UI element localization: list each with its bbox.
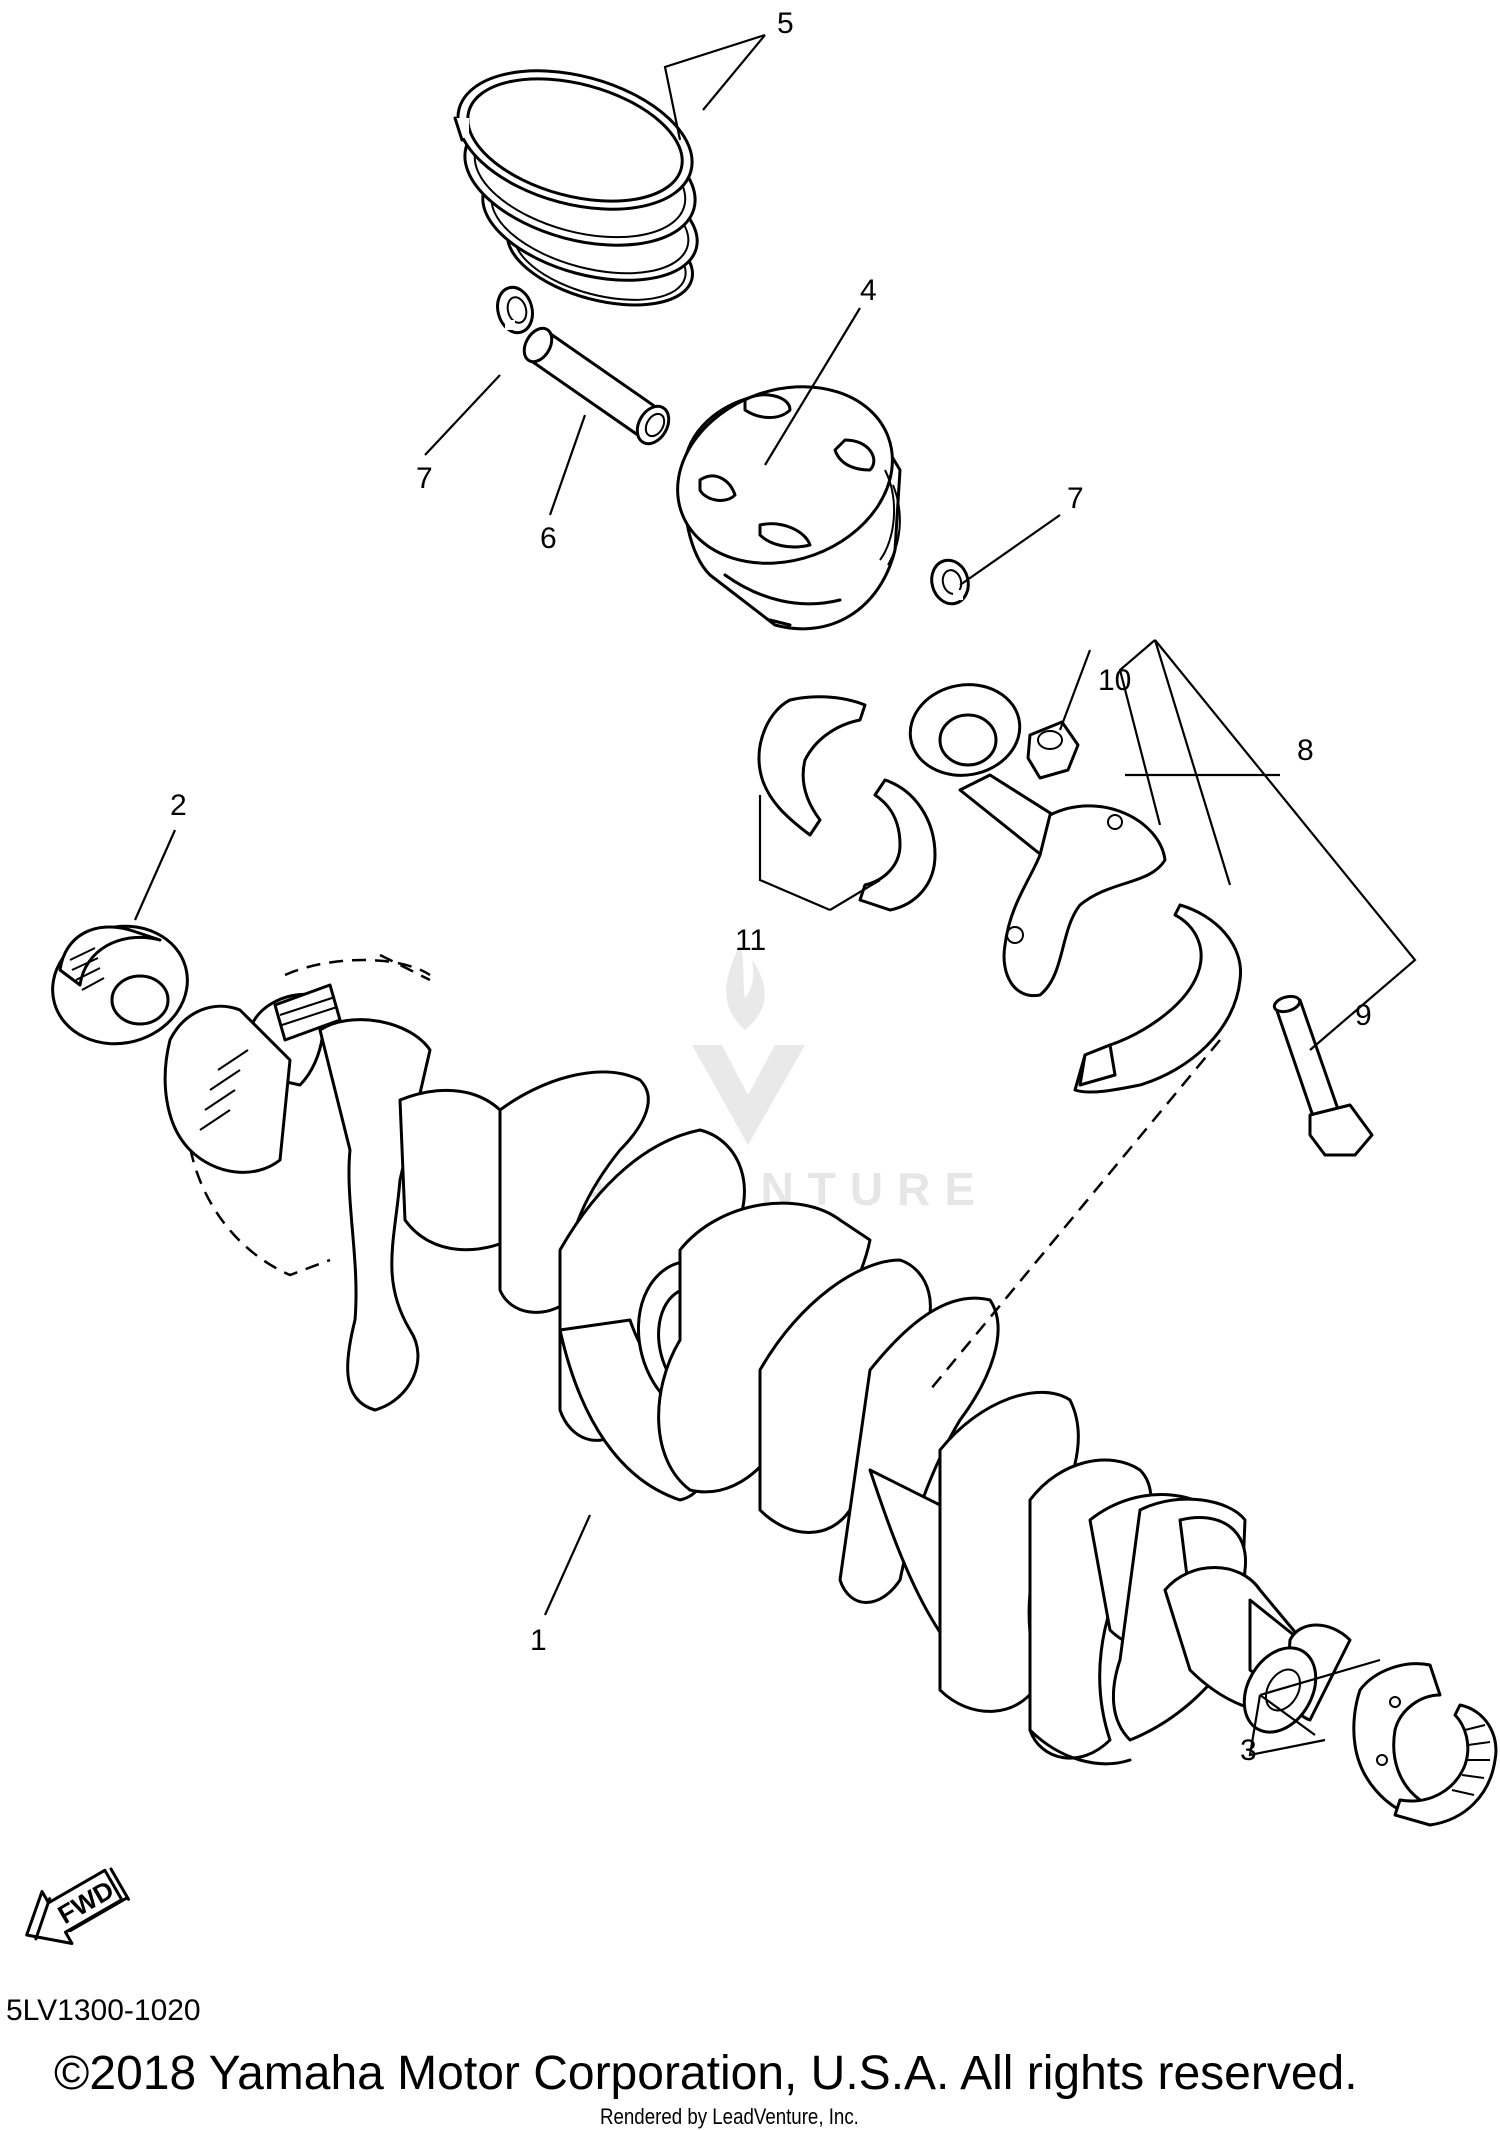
callout-7-left: 7 [416, 462, 433, 495]
diagram-code: 5LV1300-1020 [6, 1994, 201, 2027]
rod-nut [1026, 720, 1080, 780]
callout-6: 6 [540, 522, 557, 555]
callout-labels: 5 4 7 6 7 10 8 11 9 2 1 3 [170, 7, 1372, 1767]
circlip-left [496, 285, 534, 335]
main-bearings [1352, 1662, 1498, 1827]
leader-lines [133, 33, 1417, 1757]
piston-pin [522, 326, 671, 446]
rod-bolt [1272, 994, 1374, 1157]
rendered-by-notice: Rendered by LeadVenture, Inc. [600, 2104, 859, 2129]
callout-3: 3 [1240, 1734, 1257, 1767]
callout-11: 11 [735, 924, 766, 957]
crankshaft [163, 953, 1352, 1766]
connecting-rod [908, 683, 1167, 998]
callout-8: 8 [1297, 734, 1314, 767]
callout-4: 4 [860, 274, 877, 307]
piston-rings [453, 69, 699, 307]
fwd-direction-arrow: FWD [25, 1867, 130, 1945]
callout-10: 10 [1098, 664, 1131, 697]
callout-7-right: 7 [1067, 482, 1084, 515]
callout-5: 5 [777, 7, 794, 40]
crank-gear [51, 924, 189, 1046]
piston [676, 385, 902, 631]
assembly-centerline [929, 1039, 1221, 1391]
callout-1: 1 [530, 1624, 547, 1657]
circlip-right [930, 558, 970, 606]
callout-9: 9 [1355, 999, 1372, 1032]
callout-2: 2 [170, 789, 187, 822]
connecting-rod-cap [1073, 903, 1243, 1094]
copyright-notice: ©2018 Yamaha Motor Corporation, U.S.A. A… [54, 2047, 1358, 2100]
conrod-bearings [757, 695, 937, 912]
